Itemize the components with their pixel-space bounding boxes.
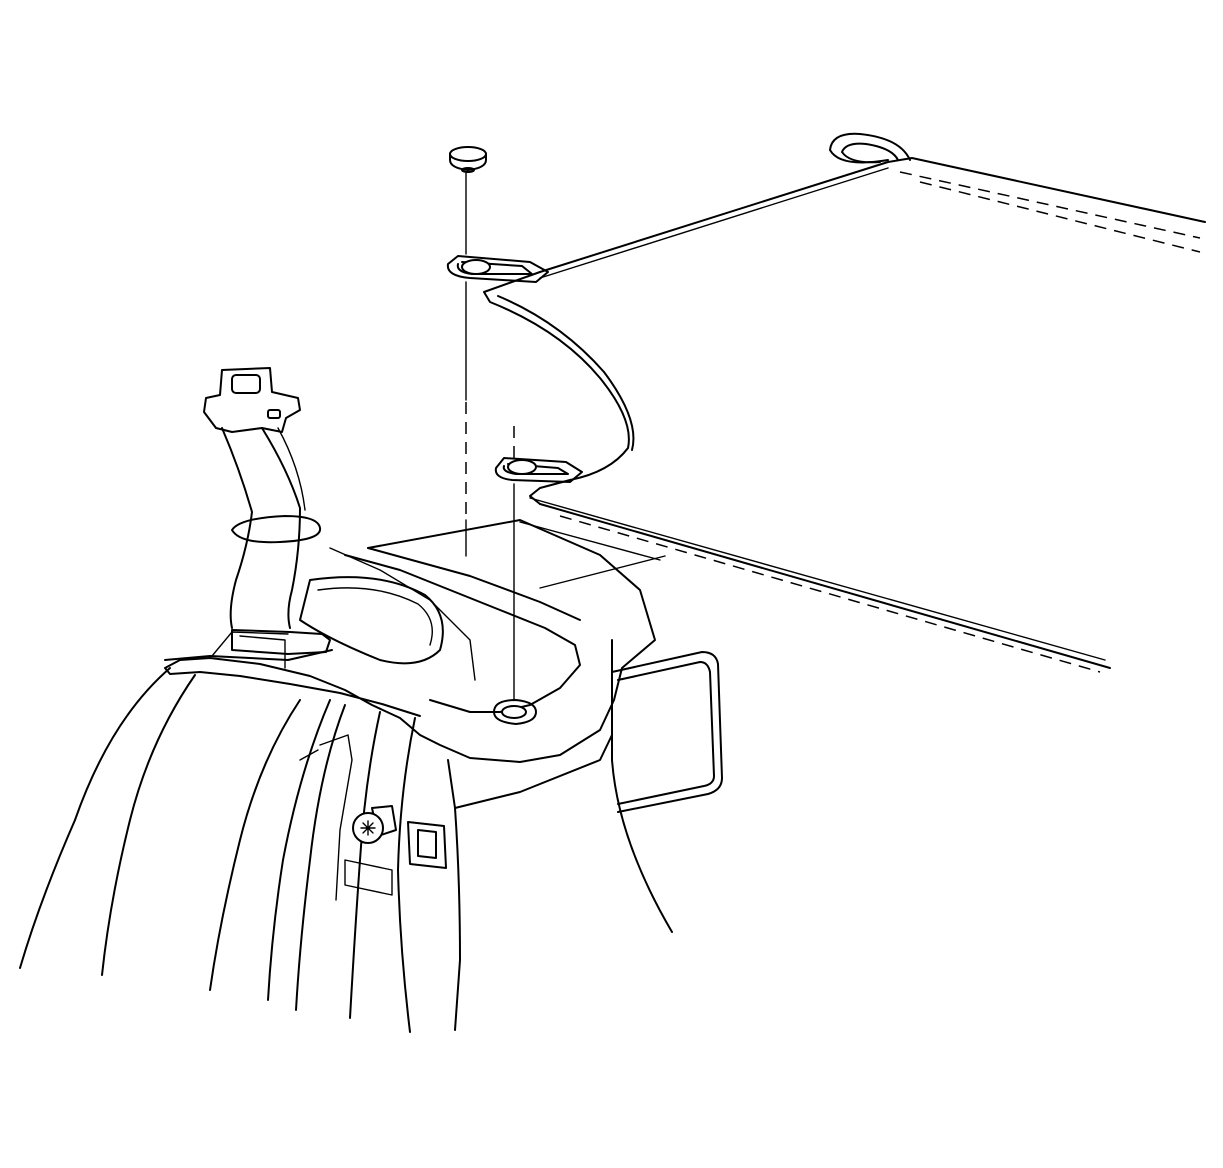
assembly-guide-lines	[465, 171, 515, 701]
lower-strap-retainer	[494, 457, 583, 483]
seat-belt-latch-plate	[164, 367, 333, 669]
panel-clip	[407, 821, 447, 869]
side-bracket	[611, 651, 723, 813]
cargo-cover-screen	[483, 132, 1206, 673]
upper-strap-retainer	[446, 255, 549, 283]
mounting-screw	[352, 805, 397, 844]
side-trim-panel	[19, 519, 673, 1033]
panel-retainer	[493, 699, 537, 725]
retainer-plug-cap	[449, 146, 487, 173]
